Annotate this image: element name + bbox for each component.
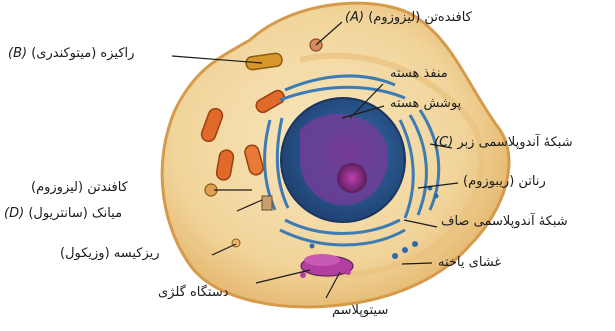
golgi-label: دستگاه گلژی xyxy=(158,285,229,301)
centriole-label: میانک (سانتریول) (D) xyxy=(4,206,122,222)
nuclear-pore-label: منفذ هسته xyxy=(390,66,448,82)
nuclear-envelope-label: پوشش هسته xyxy=(390,96,461,112)
nucleolus-shape xyxy=(337,163,367,193)
vesicle-label: ریزکیسه (وزیکول) xyxy=(60,246,160,262)
rough-er-label: شبکهٔ آندوپلاسمی زبر (C) xyxy=(434,135,573,151)
cell-membrane-label: غشای یاخته xyxy=(438,255,501,271)
lysosome-left-label: کافندتن (لیزوزوم) xyxy=(31,180,128,196)
centriole-shape xyxy=(262,196,272,210)
smooth-er-label: شبکهٔ آندوپلاسمی صاف xyxy=(441,214,568,230)
cytoplasm-label: سیتوپلاسم xyxy=(332,303,388,319)
mitochondria-label: راکیزه (میتوکندری) (B) xyxy=(8,46,134,62)
lysosome-top-label: کافنده‌تن (لیزوزوم) (A) xyxy=(345,10,472,26)
ribosome-label: رناتن (ریبوزوم) xyxy=(463,174,546,190)
